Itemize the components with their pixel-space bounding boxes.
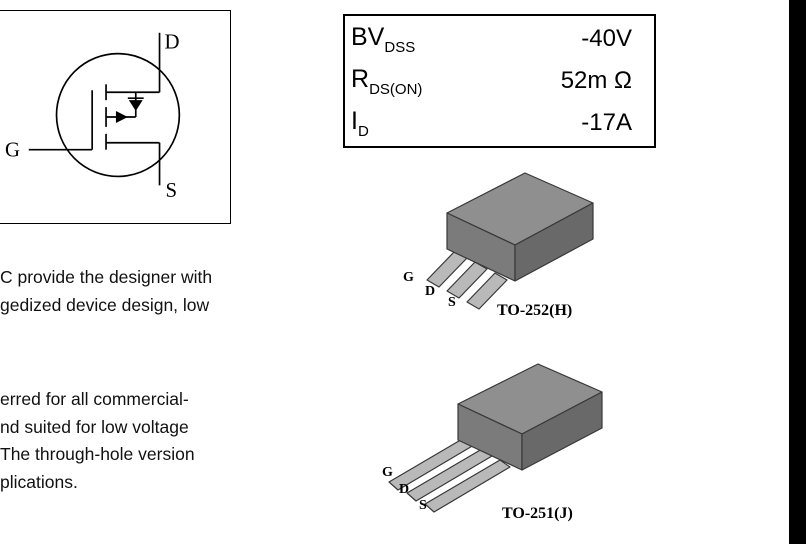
spec-value: -40V [581,25,632,52]
text-line: nd suited for low voltage [0,416,189,437]
to251-drawing: G D S TO-251(J) [382,363,603,522]
to252-pin-g-label: G [403,270,414,285]
spec-row-id: ID -17A [345,107,654,140]
spec-param: BVDSS [351,23,416,56]
text-line: C provide the designer with [0,267,213,287]
param-base: BV [351,23,385,51]
to252-body-side [514,202,594,282]
package-to251: G D S TO-251(J) [370,352,660,542]
gate-label: G [5,139,20,162]
to251-shape [388,363,603,513]
source-label: S [165,179,177,202]
mosfet-arrow [115,111,128,123]
to252-lead-2 [446,261,488,299]
description-paragraph: C provide the designer with gedized devi… [0,264,212,319]
spec-param: RDS(ON) [351,65,423,98]
to252-pin-s-label: S [448,295,456,310]
spec-param: ID [351,107,369,140]
text-line: plications. [0,471,78,492]
body-diode-icon [127,97,144,112]
spec-value: 52m Ω [560,67,632,94]
text-line: erred for all commercial- [0,389,189,409]
text-line: gedized device design, low [0,294,210,315]
spec-row-rdson: RDS(ON) 52m Ω [345,65,654,98]
page-edge-bar [789,0,806,544]
param-base: I [351,107,358,135]
spec-table: BVDSS -40V RDS(ON) 52m Ω ID -17A [343,14,656,148]
mosfet-circle [55,52,181,178]
package-to252: G D S TO-252(H) [385,163,645,323]
to251-lead-3 [424,459,511,513]
spec-value: -17A [581,109,632,136]
to252-drawing: G D S TO-252(H) [403,172,594,319]
mosfet-symbol: D G S [5,31,181,202]
param-sub: DSS [384,39,416,56]
to251-body-side [521,391,603,471]
to251-pin-g-label: G [382,465,393,480]
param-sub: DS(ON) [369,81,423,98]
to251-package-name: TO-251(J) [502,505,573,522]
to251-pin-s-label: S [419,498,427,513]
spec-row-bvdss: BVDSS -40V [345,23,654,56]
to252-pin-d-label: D [425,284,435,299]
to252-lead-3 [466,272,508,310]
to251-pin-d-label: D [399,482,409,497]
mosfet-symbol-box: D G S [0,10,231,224]
text-line: The through-hole version [0,444,195,464]
param-sub: D [357,123,369,140]
applications-paragraph: erred for all commercial- nd suited for … [0,386,195,496]
to252-package-name: TO-252(H) [497,302,572,319]
to252-shape [426,172,594,310]
drain-label: D [164,31,179,54]
mosfet-symbol-lines [28,32,181,186]
param-base: R [351,65,370,93]
